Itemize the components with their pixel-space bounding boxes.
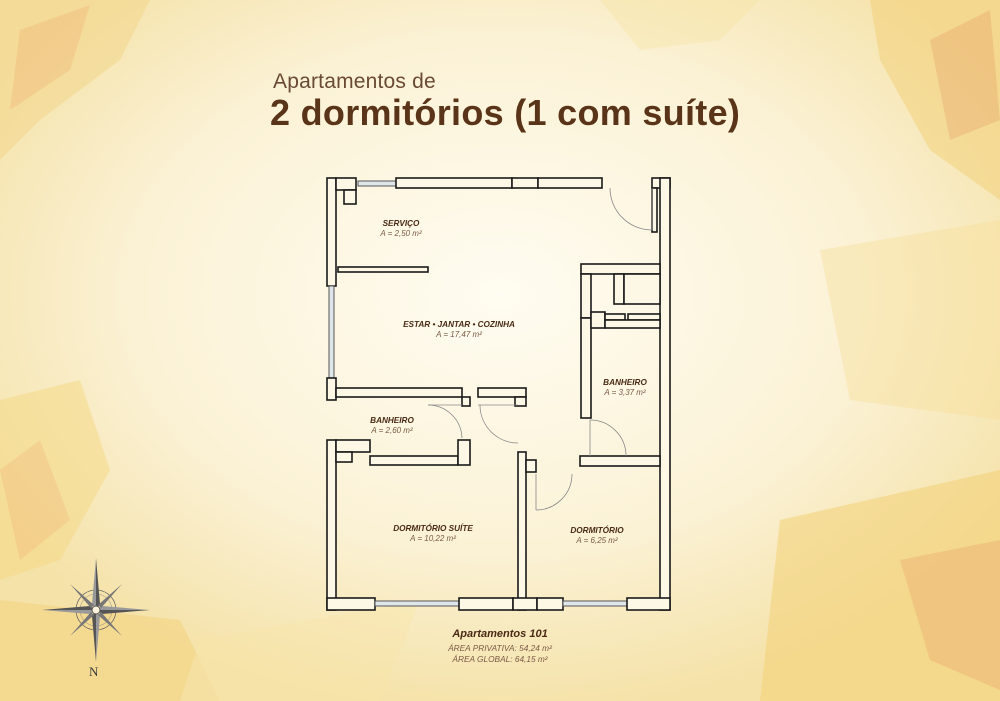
room-dormitorio: DORMITÓRIO A = 6,25 m² [570, 524, 624, 545]
room-area: A = 2,60 m² [370, 426, 413, 435]
room-area: A = 10,22 m² [409, 534, 456, 543]
room-dormitorio-suite: DORMITÓRIO SUÍTE A = 10,22 m² [393, 522, 473, 543]
page-title: 2 dormitórios (1 com suíte) [270, 92, 741, 133]
room-area: A = 6,25 m² [575, 536, 618, 545]
apartment-private-area: ÁREA PRIVATIVA: 54,24 m² [448, 643, 552, 653]
room-name: DORMITÓRIO [570, 524, 624, 535]
door-swings [427, 187, 653, 511]
room-name: BANHEIRO [603, 378, 647, 387]
room-banheiro-social: BANHEIRO A = 2,60 m² [370, 416, 414, 435]
compass-north-label: N [89, 664, 99, 679]
apartment-global-area: ÁREA GLOBAL: 64,15 m² [452, 654, 548, 664]
compass-rose-icon [42, 558, 150, 662]
walls [326, 177, 671, 611]
room-name: DORMITÓRIO SUÍTE [393, 522, 473, 533]
room-servico: SERVIÇO A = 2,50 m² [379, 219, 422, 238]
room-area: A = 3,37 m² [603, 388, 646, 397]
room-name: BANHEIRO [370, 416, 414, 425]
room-estar-jantar-cozinha: ESTAR • JANTAR • COZINHA A = 17,47 m² [403, 320, 515, 339]
room-name: ESTAR • JANTAR • COZINHA [403, 320, 515, 329]
title-subtitle: Apartamentos de [273, 70, 436, 93]
apartment-name: Apartamentos 101 [452, 628, 548, 640]
room-banheiro-suite: BANHEIRO A = 3,37 m² [603, 378, 647, 397]
room-area: A = 17,47 m² [435, 330, 482, 339]
room-name: SERVIÇO [383, 219, 420, 228]
room-area: A = 2,50 m² [379, 229, 422, 238]
